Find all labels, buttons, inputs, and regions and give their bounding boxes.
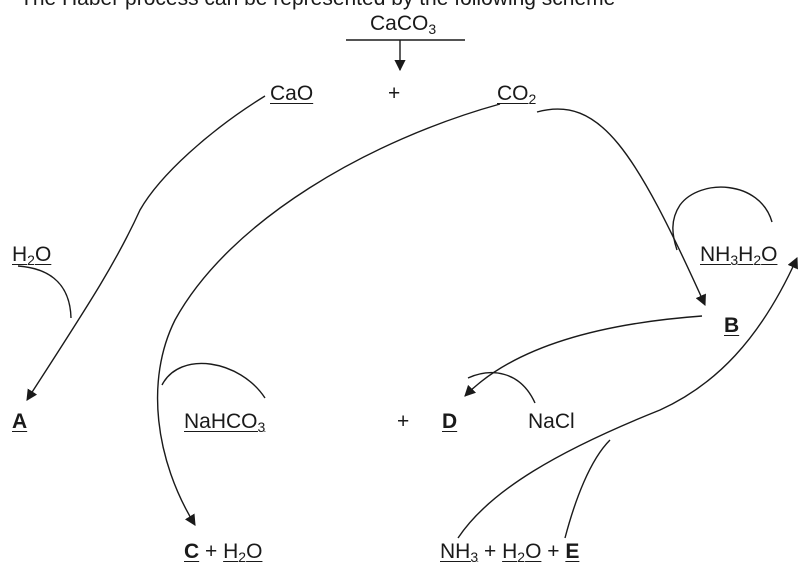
nh3-to-nh3h2o-arrow (457, 256, 798, 539)
c-label: C (184, 540, 200, 563)
nh3-h2o-e-group: NH3 + H2O + E (440, 540, 579, 564)
nahco3-hook (161, 362, 266, 399)
caco3-label: CaCO3 (370, 12, 437, 37)
scheme-heading: The Haber process can be represented by … (20, 0, 615, 11)
plus-sign: + (397, 410, 410, 433)
b-to-d-arrow (464, 315, 703, 397)
b-label: B (724, 314, 740, 337)
c-h2o-group: C + H2O (184, 540, 262, 564)
nh3h2o-label: NH3H2O (700, 243, 778, 268)
nacl-hook (467, 372, 536, 404)
e-label: E (565, 540, 580, 563)
co2-to-c-arrow (156, 103, 501, 526)
d-label: D (442, 410, 458, 433)
nh3h2o-loop (672, 186, 773, 251)
cao-to-a-arrow (26, 95, 266, 401)
nh3-label: NH3 (440, 540, 479, 565)
nacl-label: NaCl (528, 410, 575, 433)
cao-label: CaO (270, 82, 314, 105)
co2-label: CO2 (497, 82, 537, 107)
plus-sign: + (205, 540, 218, 563)
h2o-e-label: H2O (502, 540, 542, 565)
h2o-c-label: H2O (223, 540, 263, 565)
plus-sign: + (483, 540, 497, 563)
h2o-e-hook (564, 439, 611, 539)
h2o-join-hook (17, 265, 72, 319)
co2-to-b-arrow (536, 108, 706, 307)
a-label: A (12, 410, 28, 433)
plus-sign: + (388, 82, 401, 105)
plus-sign: + (547, 540, 560, 563)
h2o-left-label: H2O (12, 243, 52, 268)
nahco3-label: NaHCO3 (184, 410, 266, 435)
